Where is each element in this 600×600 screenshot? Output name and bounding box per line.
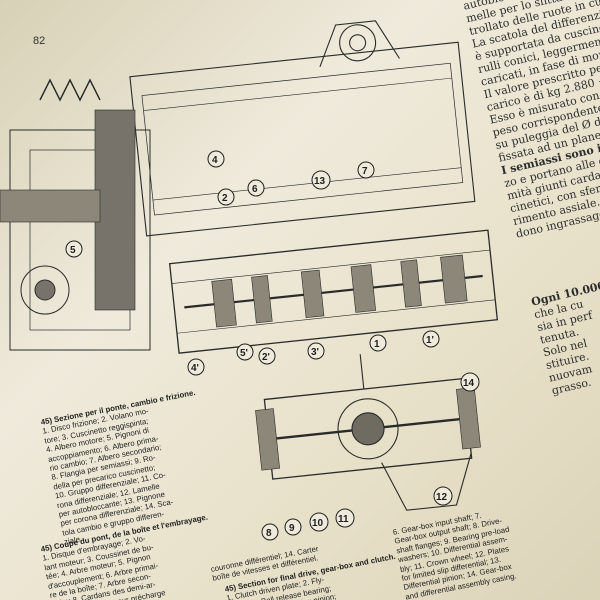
- callout-7: 7: [357, 161, 375, 179]
- callout-9: 9: [284, 518, 302, 536]
- callout-label: 1: [374, 339, 380, 350]
- callout-label: 5': [240, 348, 248, 359]
- callout-12: 12: [433, 486, 453, 506]
- callout-label: 12: [436, 492, 448, 503]
- callout-label: 14: [463, 378, 475, 389]
- callout-5: 5: [65, 240, 83, 258]
- callout-1-prime: 1': [422, 330, 440, 348]
- callout-label: 8: [266, 528, 272, 539]
- callout-4: 4: [207, 150, 225, 168]
- callout-label: 3': [311, 347, 319, 358]
- callout-10: 10: [309, 512, 329, 532]
- callout-2-prime: 2': [258, 347, 276, 365]
- callout-label: 13: [314, 176, 326, 187]
- callout-13: 13: [311, 170, 331, 190]
- page-number: 82: [33, 35, 46, 47]
- callout-label: 5: [70, 245, 76, 256]
- callout-1: 1: [369, 334, 387, 352]
- callout-label: 9: [289, 523, 295, 534]
- callout-11: 11: [335, 508, 355, 528]
- callout-label: 2': [262, 352, 270, 363]
- callout-4-prime: 4': [187, 358, 205, 376]
- callout-5-prime: 5': [236, 343, 254, 361]
- callout-2: 2: [217, 188, 235, 206]
- callout-label: 6: [252, 184, 258, 195]
- callout-label: 10: [312, 518, 324, 529]
- callout-label: 4: [212, 155, 218, 166]
- callout-14: 14: [460, 372, 480, 392]
- callout-label: 1': [426, 335, 434, 346]
- callout-label: 11: [338, 514, 349, 525]
- callout-3-prime: 3': [307, 342, 325, 360]
- callout-label: 2: [222, 193, 228, 204]
- callout-label: 4': [191, 363, 199, 374]
- callout-8: 8: [261, 523, 279, 541]
- callout-label: 7: [362, 166, 368, 177]
- callout-6: 6: [247, 179, 265, 197]
